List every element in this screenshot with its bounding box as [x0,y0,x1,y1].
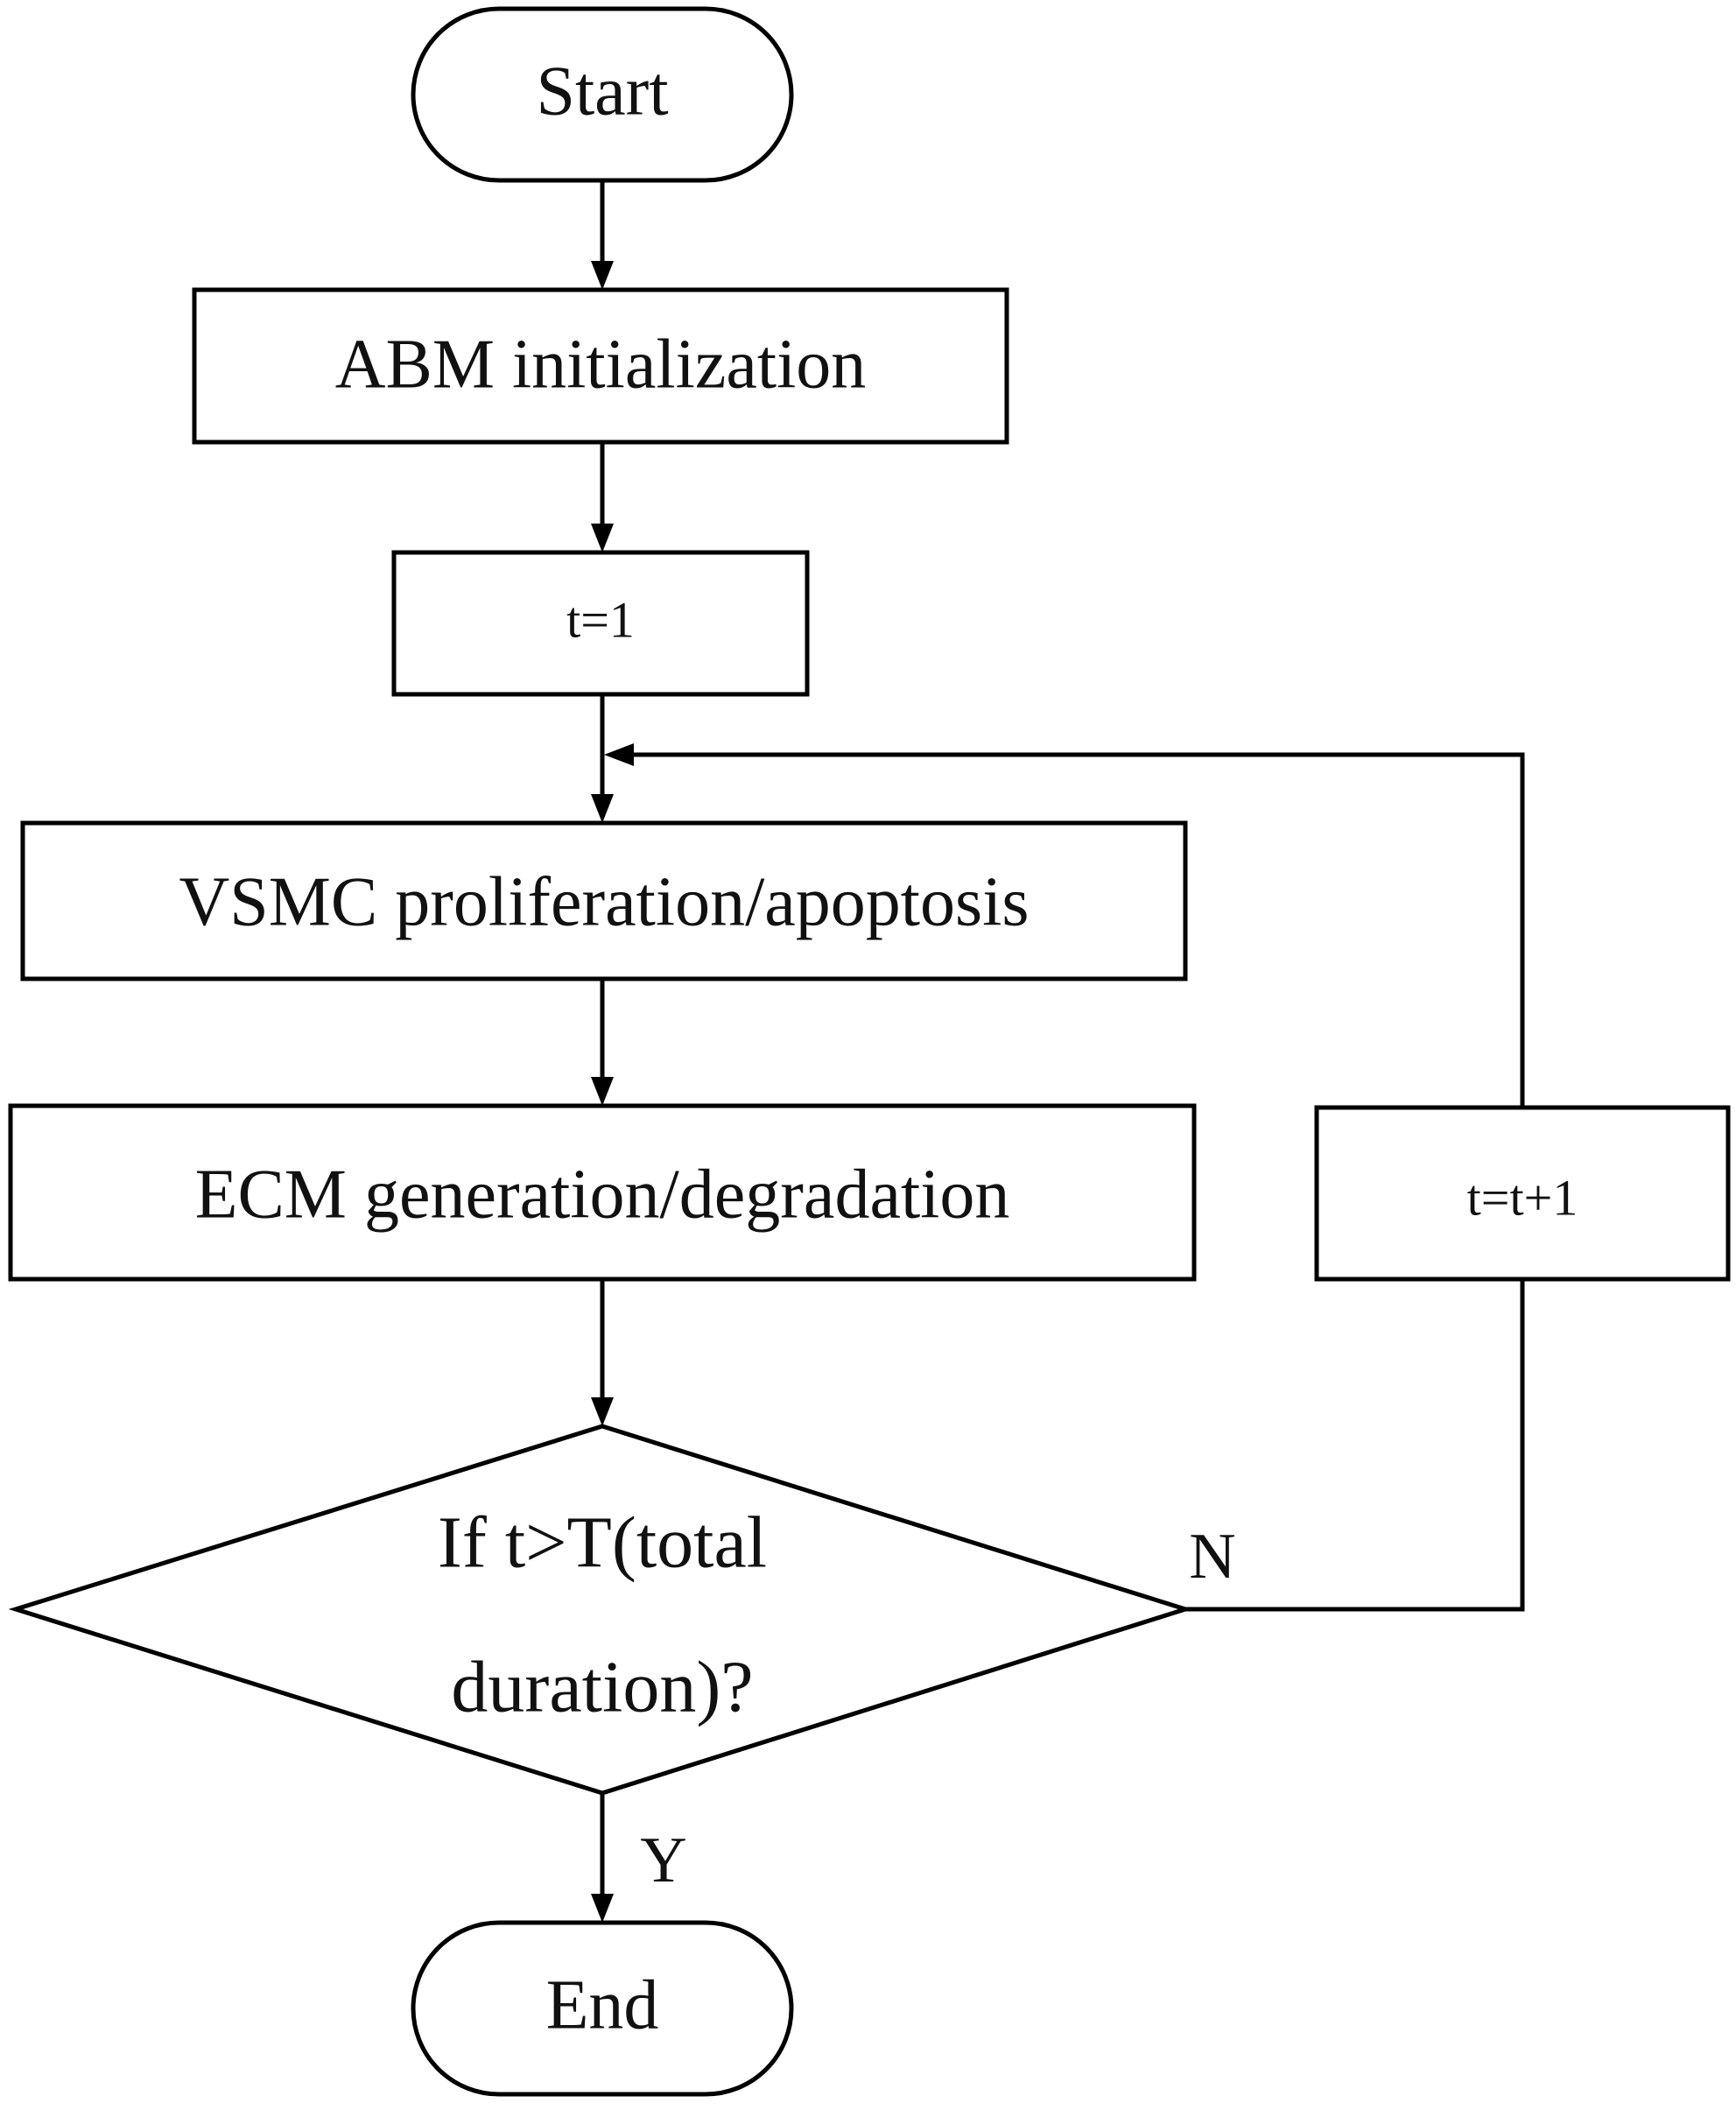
decision-node: If t>T(total duration)? [8,1424,1193,1796]
increment-label: t=t+1 [1467,1169,1578,1226]
end-label: End [546,1966,659,2043]
edge-no-loop-to-increment [1185,1279,1525,1612]
yes-branch-label: Y [640,1825,686,1896]
vsmc-node: VSMC proliferation/apoptosis [20,820,1188,981]
abm-initialization-node: ABM initialization [192,287,1009,445]
decision-label-line-1: If t>T(total [438,1502,767,1583]
edge-vsmc-to-ecm [591,979,614,1106]
edge-init-to-t1 [591,442,614,552]
decision-label-line-2: duration)? [451,1646,753,1727]
start-node: Start [411,6,794,183]
ecm-node: ECM generation/degradation [8,1103,1197,1282]
abm-initialization-label: ABM initialization [335,326,867,403]
edge-decision-to-end [591,1793,614,1923]
edge-start-to-init [591,180,614,290]
t-equals-1-label: t=1 [566,591,635,648]
no-branch-label: N [1189,1521,1235,1593]
edge-increment-back-to-vsmc [604,743,1525,1108]
start-label: Start [536,53,668,130]
ecm-label: ECM generation/degradation [195,1156,1010,1233]
t-equals-1-node: t=1 [391,550,810,697]
end-node: End [411,1920,794,2097]
increment-node: t=t+1 [1314,1105,1731,1282]
edge-t1-to-vsmc [591,694,614,823]
edge-ecm-to-decision [591,1279,614,1426]
vsmc-label: VSMC proliferation/apoptosis [179,863,1029,940]
